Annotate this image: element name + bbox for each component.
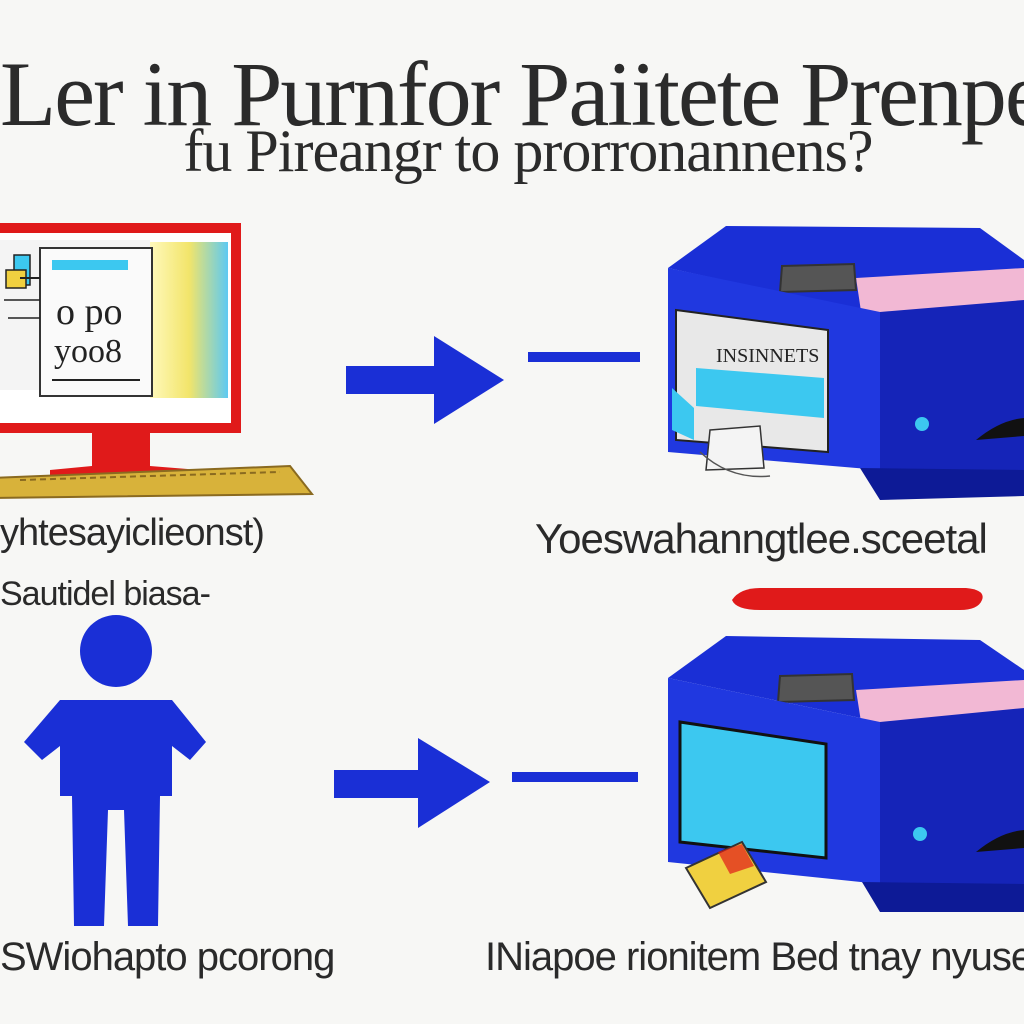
computer-monitor-icon: o po yoo8: [0, 223, 315, 499]
screen-text-2: yoo8: [54, 333, 122, 370]
paper-out-icon: [684, 840, 768, 910]
screen-text-1: o po: [56, 291, 123, 333]
person-icon: [24, 615, 206, 926]
keyboard-icon: [0, 464, 315, 499]
printer-light-icon: [915, 417, 929, 431]
connector-line: [528, 352, 640, 362]
subtitle: fu Pireangr to prorronannens?: [183, 118, 873, 184]
printer-icon: [668, 636, 1024, 912]
caption-computer-sub: Sautidel biasa-: [0, 575, 211, 613]
caption-printer-top: Yoeswahanngtlee.sceetal: [535, 515, 988, 562]
title: Ler in Purnfor Paiitete Prenpea: [0, 43, 1024, 145]
printer-light-icon: [913, 827, 927, 841]
red-bar: [732, 588, 983, 610]
paper-out-icon: [705, 425, 765, 471]
monitor-stand: [50, 432, 200, 480]
arrow-right-icon: [334, 738, 490, 828]
printer-label: INSINNETS: [716, 345, 819, 367]
connector-line: [512, 772, 638, 782]
caption-person: SWiohapto pcorong: [0, 935, 335, 979]
caption-printer-bottom: INiapoe rionitem Bed tnay nyuse: [485, 935, 1024, 979]
caption-computer: yhtesayiclieonst): [0, 512, 265, 554]
document-window-icon: [4, 247, 153, 397]
arrow-right-icon: [346, 336, 504, 424]
printer-icon: INSINNETS: [668, 226, 1024, 500]
